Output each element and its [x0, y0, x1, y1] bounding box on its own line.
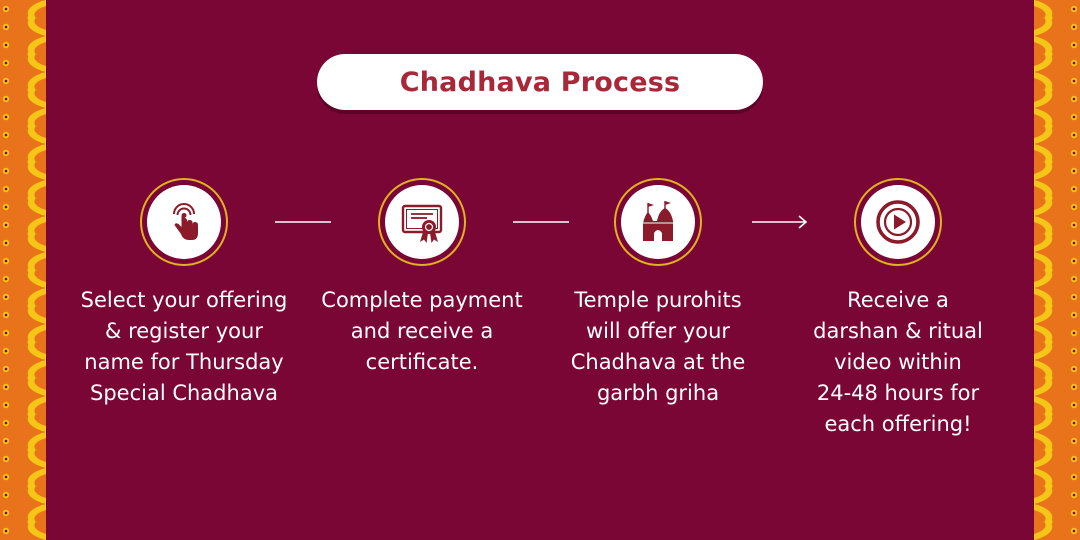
step-2-text: Complete payment and receive a certifica…	[321, 288, 523, 374]
step-3-text: Temple purohits will offer your Chadhava…	[570, 288, 746, 405]
step-3-icon-badge	[614, 178, 702, 266]
connector-arrow-3	[752, 215, 808, 229]
step-2-icon-badge	[378, 178, 466, 266]
decorative-border-right	[1034, 0, 1080, 540]
certificate-icon	[401, 204, 443, 243]
tap-hand-icon	[173, 203, 198, 240]
step-1-text: Select your offering & register your nam…	[80, 288, 288, 405]
page-title: Chadhava Process	[399, 66, 681, 98]
connector-line-1	[275, 221, 331, 223]
decorative-border-left	[0, 0, 46, 540]
play-video-icon	[876, 200, 920, 244]
step-1-icon-badge	[140, 178, 228, 266]
step-4-icon-badge	[854, 178, 942, 266]
title-banner: Chadhava Process	[317, 54, 763, 110]
step-4-text: Receive a darshan & ritual video within …	[813, 288, 983, 436]
connector-line-2	[513, 221, 569, 223]
temple-icon	[643, 201, 673, 241]
